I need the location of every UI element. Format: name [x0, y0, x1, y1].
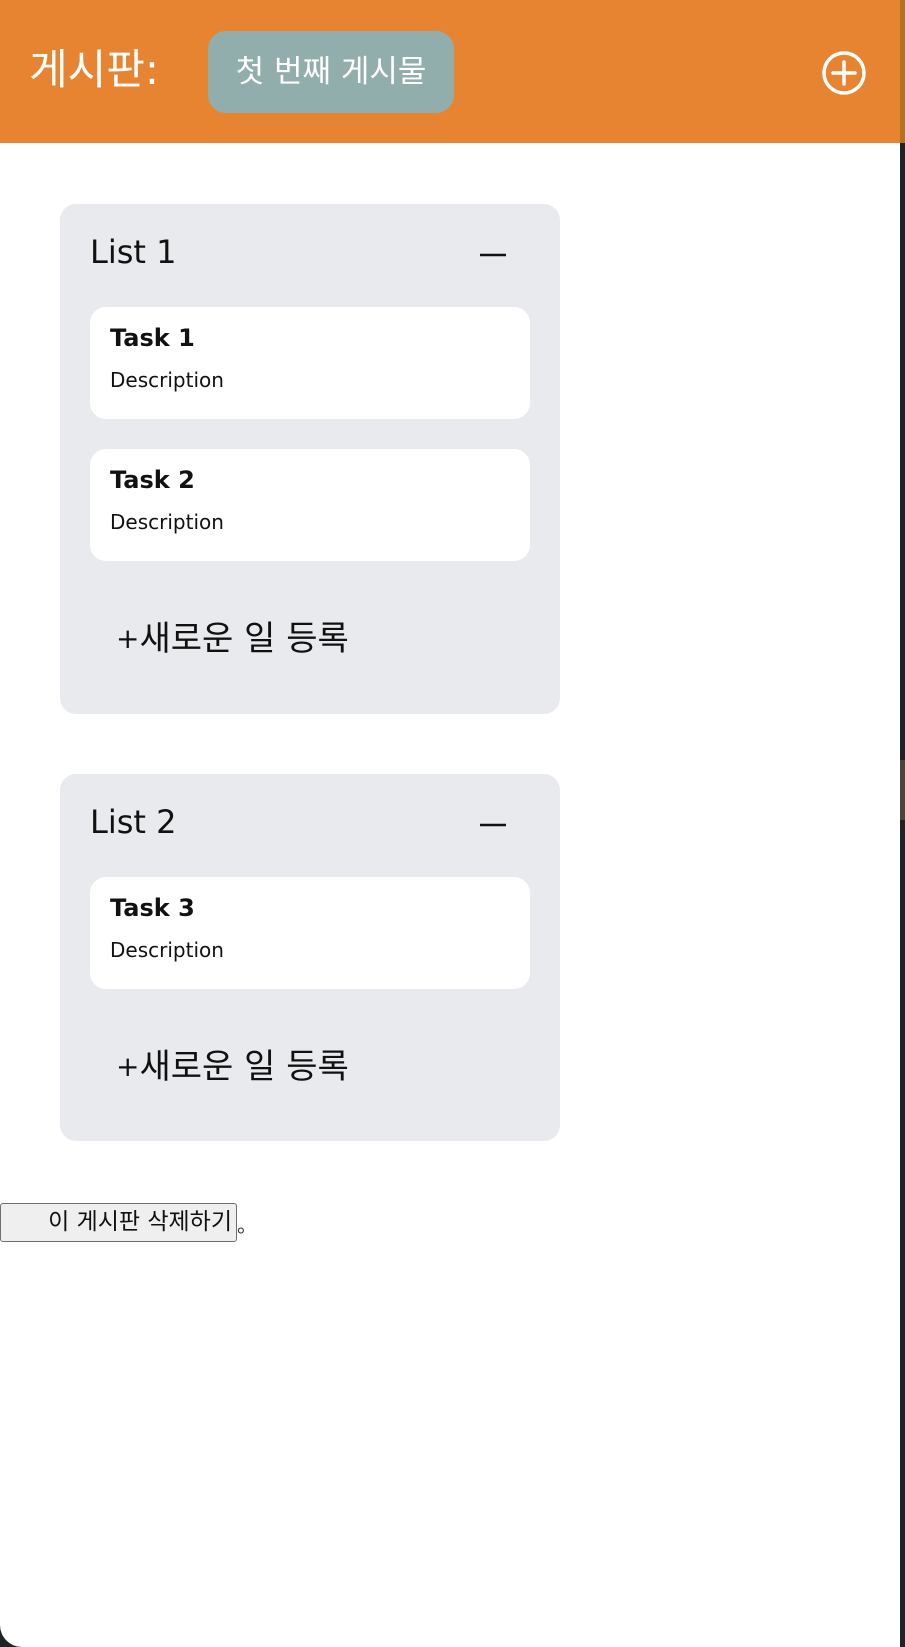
board-label: 게시판: [29, 45, 160, 94]
task-title: Task 3 [110, 894, 195, 922]
task-card-3[interactable]: Task 3 Description [90, 877, 530, 989]
list-title: List 1 [90, 233, 177, 271]
plus-icon: + [116, 622, 140, 655]
minus-icon [480, 253, 506, 257]
task-description: Description [110, 510, 224, 534]
trailing-mark: 。 [237, 1213, 257, 1237]
task-list-1: List 1 Task 1 Description Task 2 Descrip… [60, 204, 560, 714]
add-task-button[interactable]: +새로운 일 등록 [116, 614, 349, 664]
task-card-2[interactable]: Task 2 Description [90, 449, 530, 561]
circle-plus-icon [822, 51, 866, 95]
task-description: Description [110, 938, 224, 962]
window-edge [900, 760, 905, 820]
board-name-chip[interactable]: 첫 번째 게시물 [208, 31, 454, 113]
app-header: 게시판: 첫 번째 게시물 [0, 0, 900, 143]
add-task-button[interactable]: +새로운 일 등록 [116, 1042, 349, 1092]
task-title: Task 2 [110, 466, 195, 494]
minus-icon [480, 823, 506, 827]
task-card-1[interactable]: Task 1 Description [90, 307, 530, 419]
collapse-list-button[interactable] [476, 816, 510, 832]
task-description: Description [110, 368, 224, 392]
add-board-button[interactable] [821, 50, 867, 96]
plus-icon: + [116, 1050, 140, 1083]
collapse-list-button[interactable] [476, 246, 510, 262]
window-edge [900, 0, 905, 143]
task-list-2: List 2 Task 3 Description +새로운 일 등록 [60, 774, 560, 1141]
list-title: List 2 [90, 803, 177, 841]
add-task-label: 새로운 일 등록 [139, 619, 349, 659]
task-title: Task 1 [110, 324, 195, 352]
add-task-label: 새로운 일 등록 [139, 1047, 349, 1087]
delete-board-button[interactable]: 이 게시판 삭제하기 [0, 1203, 237, 1242]
